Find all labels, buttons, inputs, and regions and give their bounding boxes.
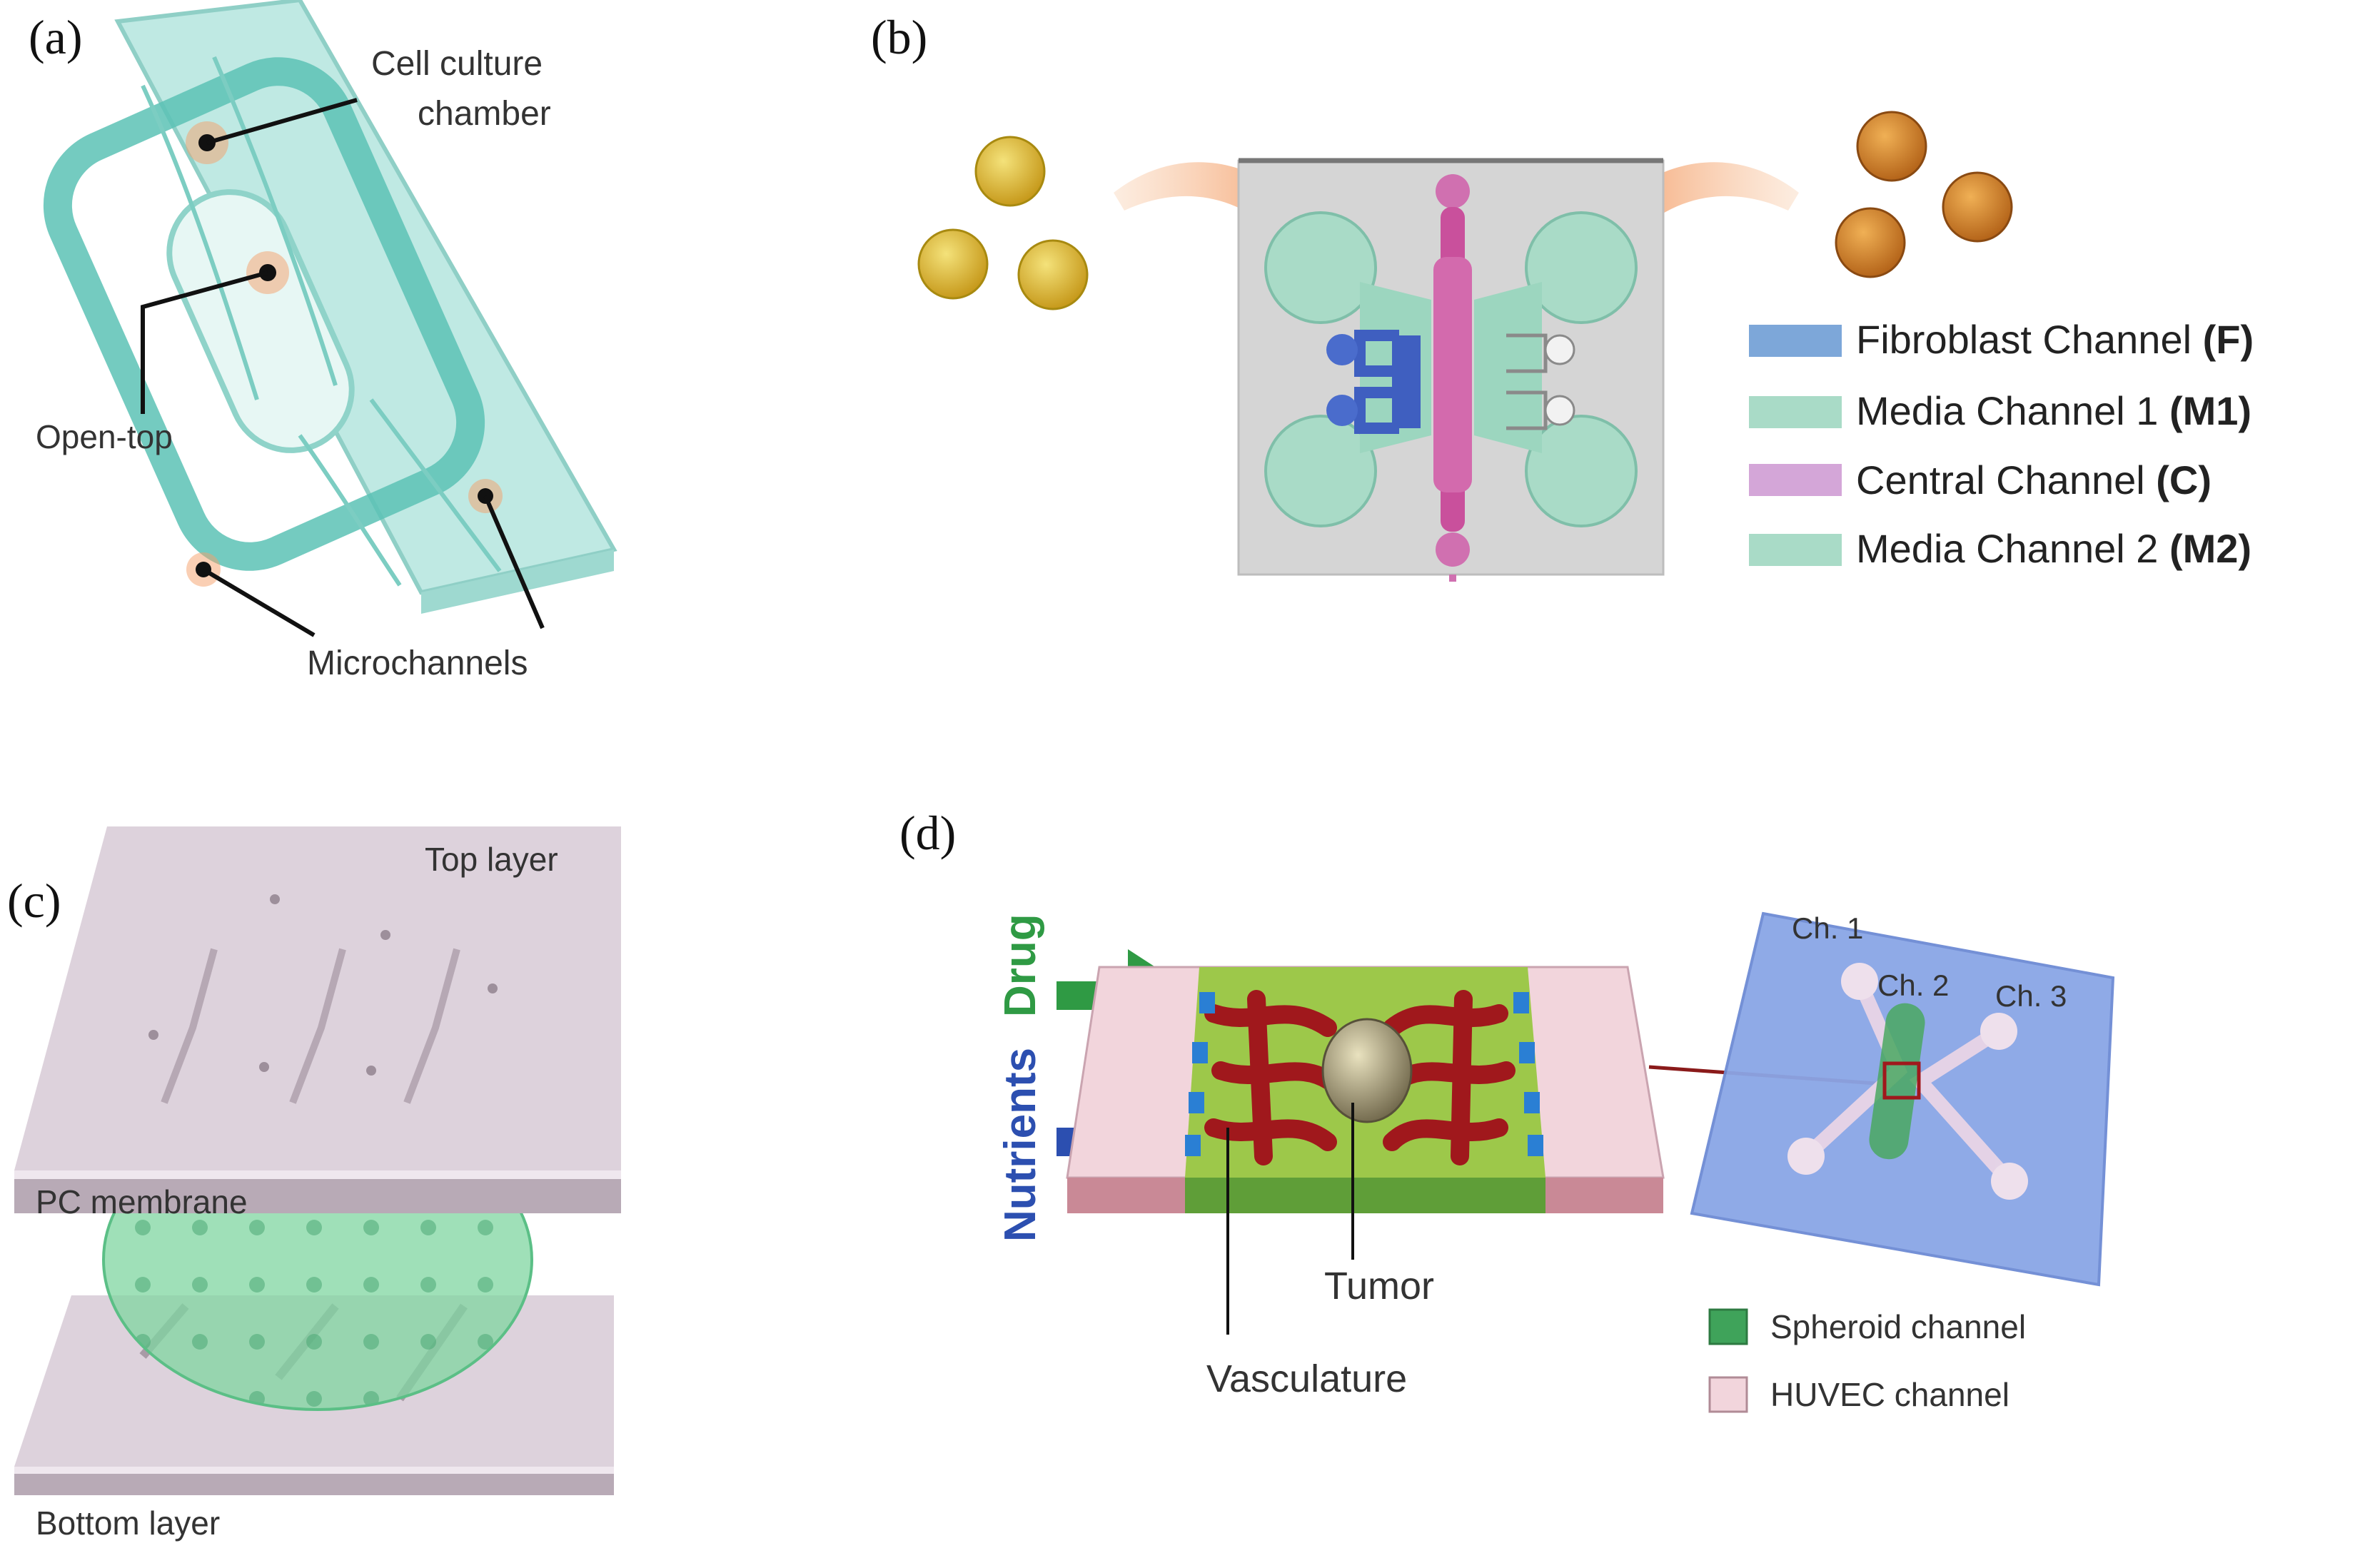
legend-central-abbr: (C) — [2156, 457, 2212, 502]
legend-item-media-2: Media Channel 2 (M2) — [1749, 526, 2251, 571]
legend-item-fibroblast: Fibroblast Channel (F) — [1749, 317, 2254, 362]
central-channel — [1433, 174, 1472, 582]
callout-cell-culture-chamber: Cell culture chamber — [186, 45, 551, 164]
top-layer — [14, 826, 621, 1213]
microfluidic-chip — [43, 0, 617, 614]
legend-item-media-1: Media Channel 1 (M1) — [1749, 388, 2251, 433]
svg-text:Central Channel (C): Central Channel (C) — [1856, 457, 2212, 502]
legend-media2-name: Media Channel 2 — [1856, 526, 2169, 571]
panel-a-label: (a) — [29, 10, 82, 64]
organ-chip-device — [1237, 158, 1665, 582]
channel-ports — [1185, 992, 1543, 1156]
panel-a: (a) Cell culture chamber — [29, 0, 617, 682]
callout-chamber-line1: Cell culture — [371, 45, 543, 83]
callout-microchannels-text: Microchannels — [307, 644, 528, 682]
panel-c: (c) — [7, 826, 621, 1542]
legend-item-central: Central Channel (C) — [1749, 457, 2212, 502]
panel-b: (b) — [871, 10, 2254, 582]
legend-fibroblast-name: Fibroblast Channel — [1856, 317, 2203, 362]
label-drug: Drug — [996, 914, 1045, 1017]
label-vasculature: Vasculature — [1206, 1357, 1407, 1400]
callout-open-top-text: Open-top — [36, 418, 173, 455]
legend-spheroid: Spheroid channel — [1770, 1308, 2026, 1345]
callout-open-top: Open-top — [36, 251, 289, 455]
tumor-chip-device — [1066, 966, 1665, 1213]
inset-chip: Ch. 1 Ch. 2 Ch. 3 — [1690, 911, 2115, 1287]
svg-text:Media Channel 2 (M2): Media Channel 2 (M2) — [1856, 526, 2251, 571]
label-ch1: Ch. 1 — [1792, 911, 1863, 945]
panel-d-label: (d) — [899, 806, 956, 860]
panel-c-label: (c) — [7, 874, 61, 928]
panel-d: (d) Nutrients Drug — [899, 806, 2115, 1413]
inset-zoom-box — [1882, 1061, 1921, 1100]
legend-fibroblast-abbr: (F) — [2203, 317, 2254, 362]
label-bottom-layer: Bottom layer — [36, 1504, 220, 1542]
virus-particles-left — [917, 136, 1089, 310]
fibroblast-channel — [1326, 330, 1421, 434]
label-ch3: Ch. 3 — [1995, 979, 2067, 1013]
tumor-spheroid — [1321, 1018, 1413, 1123]
label-nutrients: Nutrients — [996, 1048, 1045, 1242]
legend-huvec: HUVEC channel — [1770, 1376, 2009, 1413]
legend-d: Spheroid channel HUVEC channel — [1708, 1308, 2026, 1413]
svg-text:Fibroblast Channel (F): Fibroblast Channel (F) — [1856, 317, 2254, 362]
inset-spheroid-channel — [1869, 1003, 1925, 1160]
callout-microchannels: Microchannels — [186, 479, 545, 682]
svg-text:Media Channel 1 (M1): Media Channel 1 (M1) — [1856, 388, 2251, 433]
right-side-channel — [1506, 333, 1575, 430]
label-pc-membrane: PC membrane — [36, 1183, 248, 1220]
legend-media1-name: Media Channel 1 — [1856, 388, 2169, 433]
legend-media2-abbr: (M2) — [2169, 526, 2251, 571]
label-ch2: Ch. 2 — [1877, 968, 1949, 1002]
callout-chamber-line2: chamber — [418, 95, 551, 133]
label-top-layer: Top layer — [425, 841, 558, 878]
legend-media1-abbr: (M1) — [2169, 388, 2251, 433]
label-tumor: Tumor — [1324, 1265, 1434, 1307]
panel-b-label: (b) — [871, 10, 927, 64]
virus-particles-right — [1835, 111, 2013, 278]
legend-central-name: Central Channel — [1856, 457, 2156, 502]
legend-b: Fibroblast Channel (F) Media Channel 1 (… — [1749, 317, 2254, 571]
